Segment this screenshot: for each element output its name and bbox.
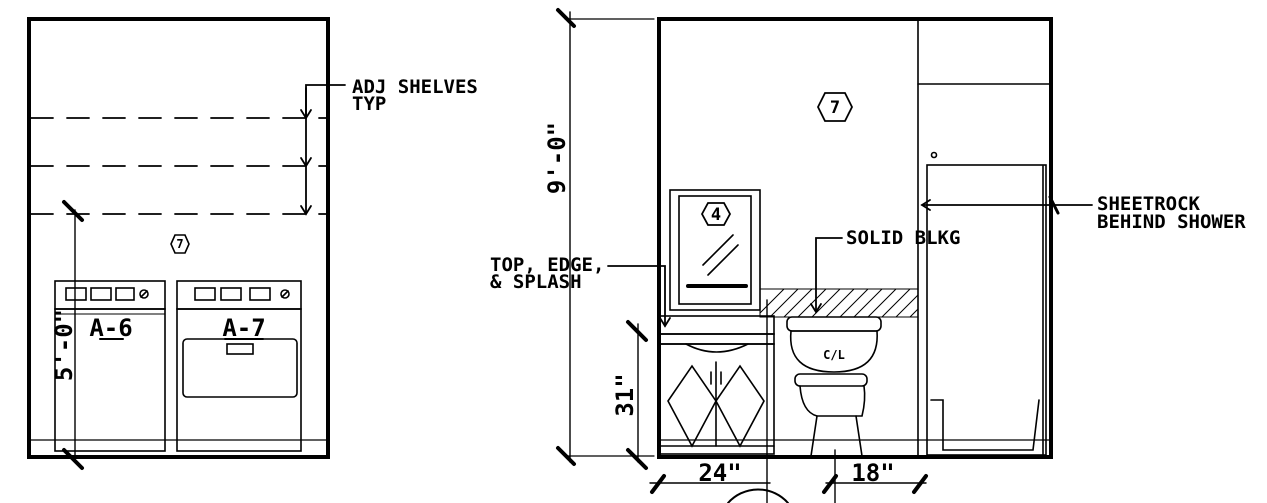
dryer-tag: A-7	[222, 314, 265, 342]
mirror-tag: 4	[711, 205, 721, 225]
adj-shelves	[30, 117, 327, 215]
dimension-18in-label: 18"	[851, 459, 894, 487]
washer-appliance	[54, 280, 166, 452]
toilet	[786, 316, 882, 457]
mirror-hex	[700, 202, 732, 226]
right-elevation-frame	[657, 17, 1053, 459]
finish-tag-left: 7	[176, 237, 183, 251]
adj-shelves-note-line1: ADJ SHELVES	[352, 76, 478, 98]
solid-blkg-note: SOLID BLKG	[846, 227, 960, 249]
dimension-5ft	[62, 200, 84, 470]
dimension-31in	[626, 320, 648, 470]
dryer-appliance	[176, 280, 302, 452]
dimension-9ft	[556, 8, 655, 466]
finish-tag-right: 7	[830, 98, 840, 118]
finish-hex-right	[816, 92, 854, 122]
vanity	[659, 315, 775, 455]
toilet-label: C/L	[823, 348, 845, 362]
dimension-18in	[822, 474, 928, 494]
sheetrock-leader	[920, 195, 1093, 215]
section-marker	[727, 488, 789, 503]
top-edge-note-line2: & SPLASH	[490, 271, 582, 293]
finish-hex-left	[170, 234, 190, 254]
washer-tag: A-6	[89, 314, 132, 342]
solid-blocking-hatch	[759, 288, 919, 318]
adj-shelves-note-line2: TYP	[352, 93, 386, 115]
dimension-24in-label: 24"	[698, 459, 741, 487]
sheetrock-note-line1: SHEETROCK	[1097, 193, 1201, 215]
dimension-31in-label: 31"	[611, 373, 639, 416]
left-elevation-frame	[27, 17, 330, 459]
dimension-5ft-label: 5'-0"	[50, 309, 78, 381]
shower	[917, 20, 1050, 456]
mirror	[669, 189, 761, 311]
dimension-9ft-label: 9'-0"	[543, 122, 571, 194]
shelf-leader	[300, 84, 346, 216]
top-edge-note-line1: TOP, EDGE,	[490, 254, 604, 276]
solid-blkg-leader	[810, 237, 843, 314]
sheetrock-note-line2: BEHIND SHOWER	[1097, 211, 1246, 233]
top-edge-leader	[607, 265, 671, 328]
dimension-24in	[649, 474, 771, 494]
